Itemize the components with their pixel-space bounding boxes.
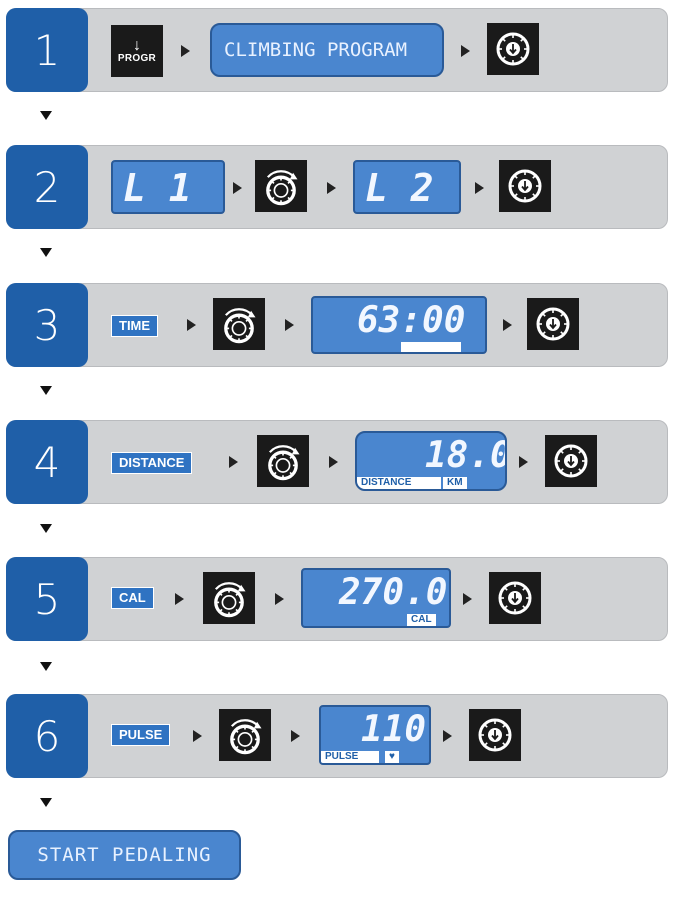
- down-arrow-icon: [40, 386, 52, 395]
- step-2-row: 2 L 1 L 2: [6, 145, 668, 229]
- right-arrow-icon: [181, 45, 190, 57]
- start-pedaling-display: START PEDALING: [8, 830, 241, 880]
- lcd-display: CLIMBING PROGRAM: [210, 23, 444, 77]
- step-6-row: 6 PULSE 110 PULSE ♥: [6, 694, 668, 778]
- cal-button[interactable]: CAL: [111, 587, 154, 609]
- step-number: 2: [6, 145, 88, 229]
- right-arrow-icon: [291, 730, 300, 742]
- display-label: PULSE: [321, 751, 379, 763]
- step-number: 3: [6, 283, 88, 367]
- down-arrow-icon: ↓: [133, 36, 141, 54]
- enter-knob-icon[interactable]: [499, 160, 551, 212]
- lcd-display: 63:00: [311, 296, 487, 354]
- down-arrow-icon: [40, 524, 52, 533]
- right-arrow-icon: [193, 730, 202, 742]
- display-text: CLIMBING PROGRAM: [224, 39, 408, 61]
- enter-knob-icon[interactable]: [487, 23, 539, 75]
- display-value: 270.0: [339, 572, 448, 613]
- down-arrow-icon: [40, 798, 52, 807]
- display-value: L 2: [365, 166, 434, 210]
- down-arrow-icon: [40, 662, 52, 671]
- step-5-row: 5 CAL 270.0 CAL: [6, 557, 668, 641]
- right-arrow-icon: [175, 593, 184, 605]
- step-number: 5: [6, 557, 88, 641]
- enter-knob-icon[interactable]: [545, 435, 597, 487]
- right-arrow-icon: [503, 319, 512, 331]
- display-value: L 1: [123, 166, 192, 210]
- rotate-knob-icon[interactable]: [213, 298, 265, 350]
- display-value: 63:00: [357, 300, 466, 341]
- right-arrow-icon: [275, 593, 284, 605]
- right-arrow-icon: [187, 319, 196, 331]
- rotate-knob-icon[interactable]: [219, 709, 271, 761]
- step-number: 6: [6, 694, 88, 778]
- enter-knob-icon[interactable]: [527, 298, 579, 350]
- down-arrow-icon: [40, 111, 52, 120]
- display-label: CAL: [407, 614, 436, 626]
- lcd-display: 270.0 CAL: [301, 568, 451, 628]
- heart-icon: ♥: [385, 751, 399, 763]
- display-value: 18.0: [425, 435, 507, 476]
- down-arrow-icon: [40, 248, 52, 257]
- step-1-row: 1 ↓ PROGR CLIMBING PROGRAM: [6, 8, 668, 92]
- progress-bar: [401, 342, 461, 352]
- right-arrow-icon: [461, 45, 470, 57]
- rotate-knob-icon[interactable]: [203, 572, 255, 624]
- enter-knob-icon[interactable]: [469, 709, 521, 761]
- step-3-row: 3 TIME 63:00: [6, 283, 668, 367]
- step-4-row: 4 DISTANCE 18.0 DISTANCE KM: [6, 420, 668, 504]
- pulse-button[interactable]: PULSE: [111, 724, 171, 746]
- progr-label: PROGR: [117, 52, 157, 64]
- enter-knob-icon[interactable]: [489, 572, 541, 624]
- rotate-knob-icon[interactable]: [257, 435, 309, 487]
- right-arrow-icon: [329, 456, 338, 468]
- right-arrow-icon: [443, 730, 452, 742]
- lcd-display: 18.0 DISTANCE KM: [355, 431, 507, 491]
- rotate-knob-icon[interactable]: [255, 160, 307, 212]
- step-number: 1: [6, 8, 88, 92]
- distance-button[interactable]: DISTANCE: [111, 452, 193, 474]
- lcd-display: L 1: [111, 160, 225, 214]
- step-number: 4: [6, 420, 88, 504]
- progr-button[interactable]: ↓ PROGR: [111, 25, 163, 77]
- time-button[interactable]: TIME: [111, 315, 159, 337]
- right-arrow-icon: [475, 182, 484, 194]
- right-arrow-icon: [229, 456, 238, 468]
- display-value: 110: [361, 709, 427, 750]
- right-arrow-icon: [519, 456, 528, 468]
- lcd-display: 110 PULSE ♥: [319, 705, 431, 765]
- right-arrow-icon: [285, 319, 294, 331]
- right-arrow-icon: [463, 593, 472, 605]
- lcd-display: L 2: [353, 160, 461, 214]
- right-arrow-icon: [233, 182, 242, 194]
- right-arrow-icon: [327, 182, 336, 194]
- display-label: DISTANCE: [357, 477, 441, 489]
- display-unit: KM: [443, 477, 467, 489]
